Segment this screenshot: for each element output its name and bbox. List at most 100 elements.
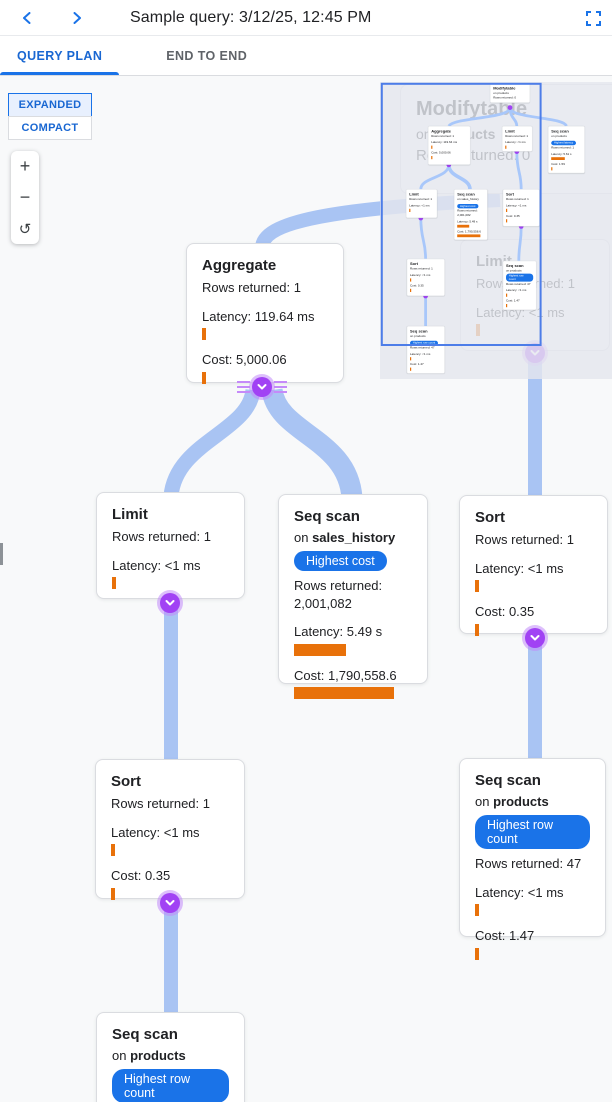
latency-bar [112,577,116,590]
node-rows: Rows returned: 47 [475,856,582,871]
latency-bar [475,904,479,917]
tab-query-plan-label: QUERY PLAN [17,48,103,63]
collapse-sort-right-button[interactable] [525,628,545,648]
node-title: Aggregate [202,257,277,274]
node-rows: Rows returned: 1 [202,280,301,295]
minimap[interactable]: Modifytable on products Rows returned: 0… [380,82,612,379]
minimap-node-aggregate[interactable]: Aggregate Rows returned: 1 Latency: 119.… [428,126,471,165]
node-table-line: on products [112,1048,186,1063]
cost-bar [475,947,479,960]
edge-aggregate-to-limit [163,388,261,498]
minimap-node-modifytable[interactable]: Modifytable on products Rows returned: 0 [490,83,530,103]
node-rows: Rows returned: 2,001,082 [294,578,383,611]
compact-button[interactable]: COMPACT [8,116,92,140]
plan-node-seq-scan-products-right[interactable]: Seq scan on products Highest row count R… [459,758,606,960]
plan-node-sort-right[interactable]: Sort Rows returned: 1 Latency: <1 ms Cos… [459,495,608,636]
plan-node-seq-scan-sales-history[interactable]: Seq scan on sales_history Highest cost R… [278,494,428,700]
node-cost: Cost: 1,790,558.6 [294,667,397,683]
node-rows: Rows returned: 1 [475,532,574,547]
node-title: Seq scan [112,1026,178,1043]
plan-node-limit-left[interactable]: Limit Rows returned: 1 Latency: <1 ms [96,492,245,599]
node-cost: Cost: 5,000.06 [202,352,287,368]
zoom-out-button[interactable]: − [11,182,39,213]
minimap-node-seq-scan-products-bottom[interactable]: Seq scan on products Highest row count R… [406,326,445,374]
node-latency: Latency: 119.64 ms [202,308,315,324]
plan-node-sort-mid[interactable]: Sort Rows returned: 1 Latency: <1 ms Cos… [95,759,245,900]
tab-bar: QUERY PLAN END TO END [0,36,612,76]
plan-node-seq-scan-products-bottom[interactable]: Seq scan on products Highest row count R… [96,1012,245,1102]
minimap-node-seq-scan-sales[interactable]: Seq scan on sales_history Highest cost R… [454,189,488,241]
latency-bar [202,328,206,341]
node-title: Seq scan [475,772,541,789]
scrollbar-thumb[interactable] [0,543,3,565]
layout-mode-toggle: EXPANDED COMPACT [8,93,92,140]
zoom-controls: + − ↺ [11,151,39,244]
plus-icon: + [19,156,31,176]
zoom-in-button[interactable]: + [11,151,39,182]
tab-end-to-end-label: END TO END [166,48,248,63]
node-title: Sort [111,773,141,790]
latency-bar [111,844,115,857]
chevron-down-icon [530,635,540,641]
plan-node-aggregate[interactable]: Aggregate Rows returned: 1 Latency: 119.… [186,243,344,384]
node-latency: Latency: <1 ms [111,824,200,840]
minimap-world: Modifytable on products Rows returned: 0… [380,82,612,379]
node-rows: Rows returned: 1 [112,529,211,544]
highest-cost-badge: Highest cost [294,551,387,571]
minimap-node-seq-scan-latency[interactable]: Seq scan on products Highest latency Row… [548,126,585,174]
collapse-limit-left-button[interactable] [160,593,180,613]
minimap-node-limit-left[interactable]: Limit Rows returned: 1 Latency: <1 ms [406,189,438,218]
edge-aggregate-to-seqscan [261,387,363,500]
cost-bar [111,887,115,900]
chevron-right-icon [73,11,81,24]
minimap-edges [418,105,568,327]
previous-query-button[interactable] [14,5,40,31]
chevron-down-icon [257,384,267,390]
collapse-aggregate-button[interactable] [252,377,272,397]
node-title: Limit [112,506,148,523]
minimap-node-sort-right[interactable]: Sort Rows returned: 1 Latency: <1 ms Cos… [502,189,540,227]
page-title: Sample query: 3/12/25, 12:45 PM [130,8,372,26]
cost-bar [475,623,479,636]
minimap-viewport[interactable] [380,82,542,347]
chevron-left-icon [23,11,31,24]
highest-row-count-badge: Highest row count [112,1069,229,1102]
edge-bundle-stripes [274,381,287,394]
header: Sample query: 3/12/25, 12:45 PM [0,0,612,36]
tab-query-plan[interactable]: QUERY PLAN [0,36,120,75]
fullscreen-icon [585,10,601,26]
node-table-line: on sales_history [294,530,396,545]
highest-latency-badge: Highest latency [551,140,576,146]
node-rows: Rows returned: 1 [111,796,210,811]
reset-view-button[interactable]: ↺ [11,213,39,244]
node-cost: Cost: 1.47 [475,928,535,944]
reset-rotate-icon: ↺ [18,220,32,238]
tab-end-to-end[interactable]: END TO END [149,36,264,75]
node-title: Seq scan [294,508,360,525]
edge-bundle-stripes [237,381,250,394]
next-query-button[interactable] [64,5,90,31]
minimap-node-sort-mid[interactable]: Sort Rows returned: 1 Latency: <1 ms Cos… [406,258,445,296]
node-latency: Latency: 5.49 s [294,624,383,640]
cost-bar [294,687,394,700]
node-cost: Cost: 0.35 [475,604,535,620]
node-cost: Cost: 0.35 [111,868,171,884]
minus-icon: − [19,187,31,207]
highest-cost-badge: Highest cost [457,203,479,209]
minimap-node-limit-right[interactable]: Limit Rows returned: 1 Latency: <1 ms [502,126,533,152]
expanded-button[interactable]: EXPANDED [8,93,92,117]
node-table-line: on products [475,794,549,809]
chevron-down-icon [165,900,175,906]
fullscreen-button[interactable] [584,9,602,27]
minimap-node-seq-scan-products-right[interactable]: Seq scan on products Highest row count R… [502,260,537,310]
latency-bar [475,580,479,593]
collapse-sort-mid-button[interactable] [160,893,180,913]
highest-row-count-badge: Highest row count [475,815,590,849]
node-title: Sort [475,509,505,526]
plan-canvas[interactable]: Modifytable on products Rows returned: 0… [0,76,612,1102]
chevron-down-icon [165,600,175,606]
cost-bar [202,371,206,384]
highest-row-count-badge: Highest row count [410,340,439,346]
node-latency: Latency: <1 ms [475,560,564,576]
node-latency: Latency: <1 ms [112,557,201,573]
